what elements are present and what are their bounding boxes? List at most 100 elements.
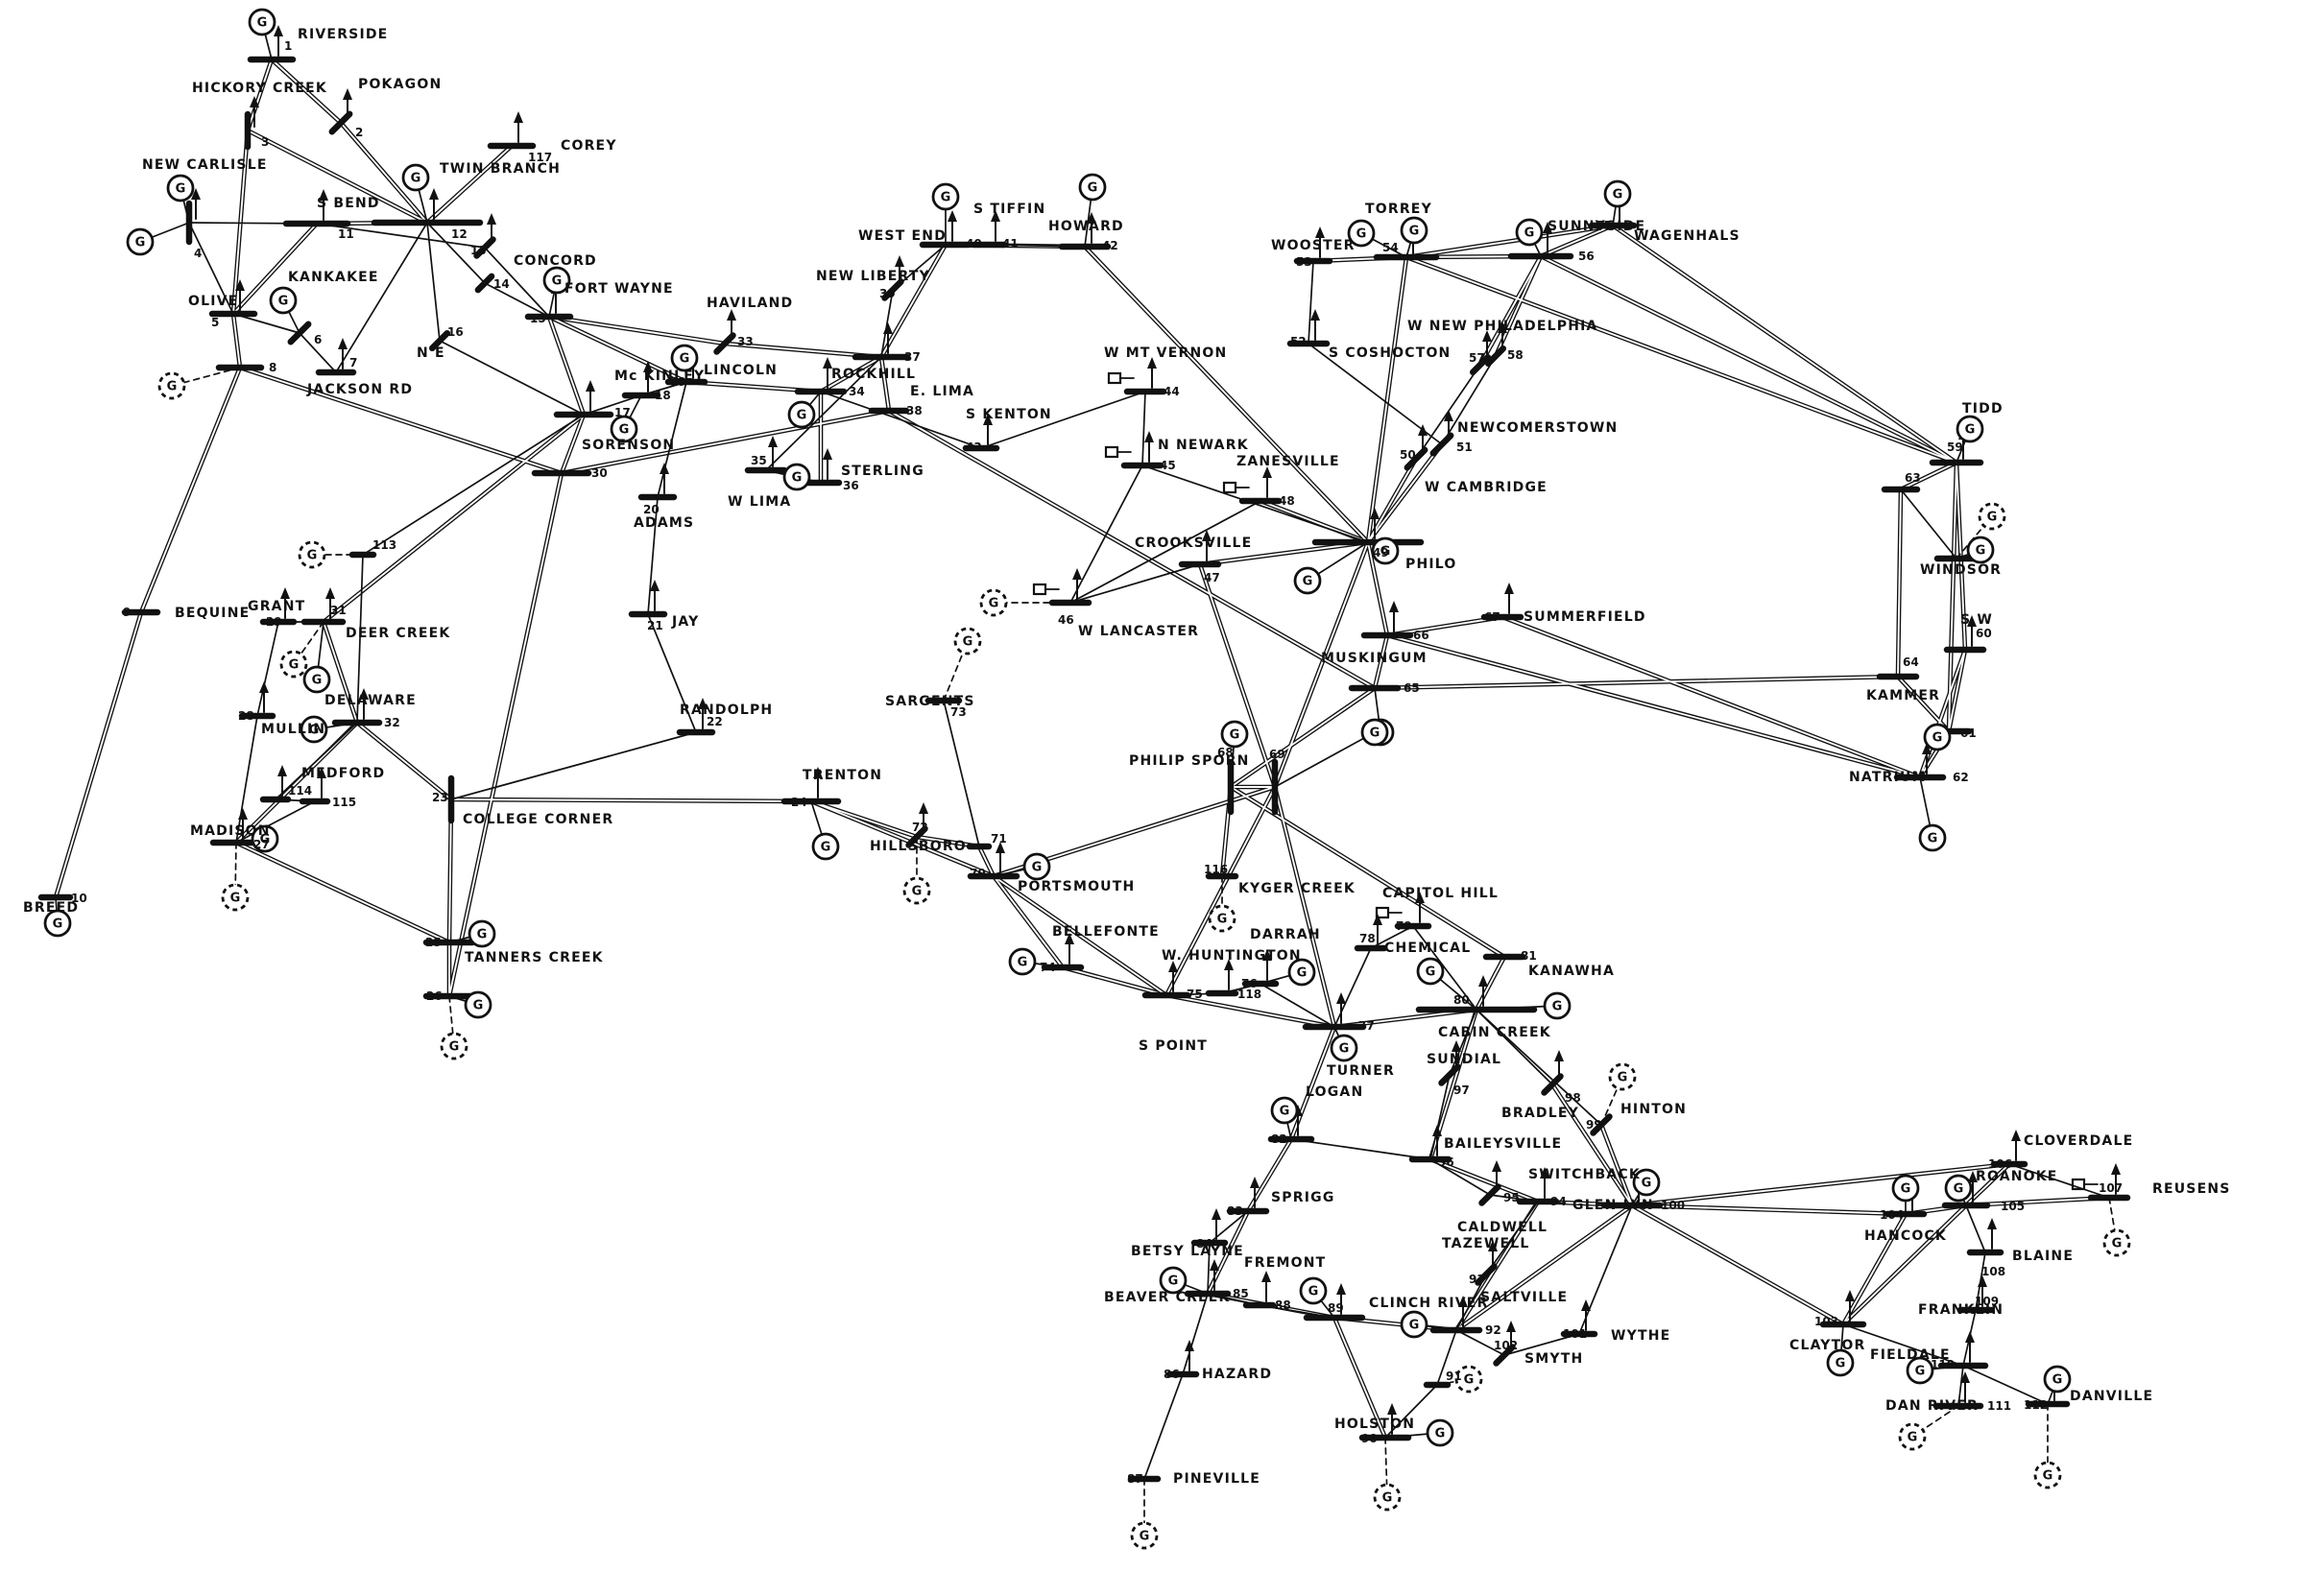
load-arrow-head-icon [514, 111, 523, 123]
bus-name-label: BRADLEY [1501, 1106, 1579, 1121]
bus-number-label: 65 [1404, 681, 1420, 695]
bus-number-label: 51 [1456, 441, 1473, 454]
synchronous-condenser-icon [1898, 1422, 1927, 1451]
transmission-line [275, 722, 358, 800]
synchronous-condenser-icon [953, 627, 982, 655]
bus-name-label: BETSY LAYNE [1131, 1244, 1244, 1259]
bus-number-label: 69 [1269, 748, 1285, 761]
load-arrow-head-icon [325, 587, 335, 599]
load-arrow-head-icon [259, 681, 269, 693]
bus-name-label: ADAMS [634, 515, 694, 531]
bus-bars [37, 56, 2131, 1483]
bus-name-label: LOGAN [1306, 1084, 1363, 1100]
bus-number-label: 7 [349, 356, 357, 369]
load-arrow-head-icon [948, 210, 957, 222]
shunt-capacitor-icon [2071, 1178, 2086, 1191]
bus-number-label: 82 [1271, 1132, 1287, 1146]
transmission-line-core [1405, 225, 1614, 258]
transmission-line-core [232, 130, 249, 315]
bus-number-label: 16 [447, 325, 464, 339]
generator-letter: G [1908, 1431, 1918, 1445]
shunt-capacitor-icon [1032, 583, 1047, 596]
bus-name-label: NEW CARLISLE [142, 157, 268, 173]
bus-number-label: 24 [791, 796, 807, 809]
bus-number-label: 50 [1400, 448, 1416, 462]
bus-name-label: SUNDIAL [1427, 1052, 1501, 1067]
transmission-line-core [1199, 563, 1276, 788]
bus-number-label: 5 [211, 316, 219, 329]
bus-name-label: CLINCH RIVER [1369, 1296, 1489, 1311]
generator-letter: G [1426, 965, 1436, 980]
generator-letter: G [1140, 1530, 1150, 1544]
bus-number-label: 19 [670, 375, 686, 389]
bus-number-label: 81 [1521, 949, 1537, 963]
generator-lead-line [1274, 731, 1376, 788]
load-arrow-head-icon [698, 698, 708, 709]
bus-name-label: BLAINE [2012, 1249, 2074, 1264]
transmission-line [1429, 1158, 1491, 1196]
generator-letter: G [1524, 226, 1535, 241]
generator-letter: G [1230, 728, 1240, 743]
synchronous-condenser-icon [1208, 904, 1236, 933]
bus-name-label: N NEWARK [1158, 438, 1249, 453]
bus-name-label: TRENTON [803, 768, 882, 783]
load-arrow-head-icon [1250, 1177, 1260, 1188]
generator-icon [300, 715, 328, 744]
load-arrow-head-icon [191, 188, 201, 200]
transmission-line [316, 223, 486, 249]
transmission-line [1578, 1204, 1633, 1335]
bus-name-label: CALDWELL [1457, 1220, 1548, 1235]
bus-number-label: 61 [1960, 727, 1977, 740]
transmission-line-core [978, 846, 995, 877]
bus-number-label: 76 [1241, 977, 1258, 990]
bus-name-label: FREMONT [1244, 1255, 1326, 1271]
generator-letter: G [792, 471, 803, 486]
transmission-line-core [1333, 1317, 1386, 1439]
bus-number-label: 39 [879, 287, 896, 300]
bus-name-label: OLIVE [188, 294, 238, 309]
bus-name-label: RANDOLPH [680, 703, 773, 718]
generator-icon [1944, 1174, 1973, 1203]
load-arrow-head-icon [1147, 357, 1157, 369]
bus-name-label: COREY [561, 138, 617, 154]
bus-number-label: 86 [1164, 1368, 1180, 1381]
transmission-line-core [356, 722, 452, 800]
generator-icon [542, 266, 571, 295]
load-arrow-head-icon [813, 767, 823, 778]
transmission-line [256, 621, 279, 717]
transmission-line-core [1501, 616, 1921, 778]
generator-letter: G [477, 928, 488, 942]
load-arrow-head-icon [1168, 961, 1178, 972]
load-arrow-head-icon [1310, 309, 1320, 321]
generator-letter: G [1380, 545, 1391, 560]
generator-icon [811, 832, 840, 861]
load-arrow-head-icon [660, 463, 669, 474]
bus-number-label: 102 [1494, 1339, 1518, 1352]
generator-icon [166, 174, 195, 202]
bus-name-label: ZANESVILLE [1236, 454, 1340, 469]
bus-number-label: 25 [425, 936, 442, 949]
generator-letter: G [1018, 956, 1028, 970]
load-arrow-head-icon [1922, 743, 1932, 754]
synchronous-condenser-icon [979, 588, 1008, 617]
generator-icon [1632, 1168, 1661, 1197]
generator-icon [248, 8, 276, 36]
bus-name-label: W NEW PHILADELPHIA [1407, 319, 1598, 334]
synchronous-condenser-icon [902, 876, 931, 905]
bus-number-label: 106 [1988, 1157, 2012, 1171]
transmission-line-core [1274, 786, 1335, 1028]
generator-letter: G [1280, 1105, 1290, 1119]
bus-name-label: S W [1960, 612, 1993, 628]
generator-icon [43, 909, 72, 938]
transmission-line [439, 340, 585, 416]
bus-name-label: KANAWHA [1528, 964, 1615, 979]
generator-icon [1416, 957, 1445, 986]
generator-icon [1543, 991, 1572, 1020]
transmission-line-core [1897, 488, 1902, 678]
load-arrow-head-icon [823, 357, 832, 369]
generator-letter: G [1382, 1491, 1393, 1506]
transmission-line [232, 313, 300, 334]
bus-number-label: 89 [1328, 1301, 1344, 1315]
load-arrow-head-icon [1387, 1403, 1397, 1415]
